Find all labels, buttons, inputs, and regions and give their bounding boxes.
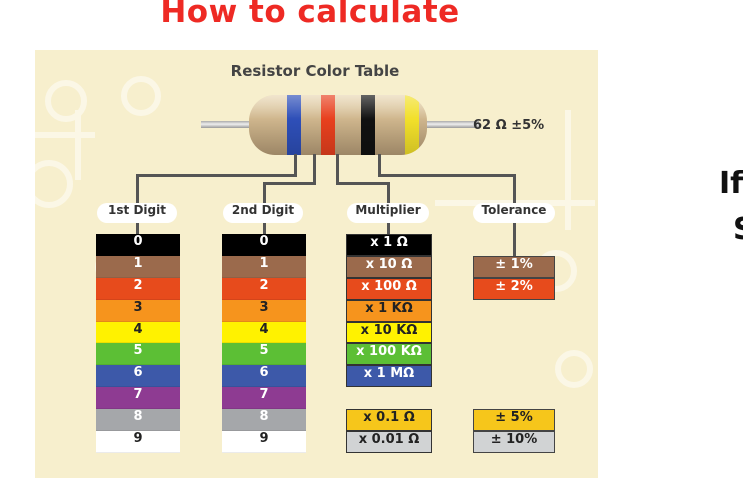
second-digit-cell-orange: 3	[222, 299, 306, 322]
multiplier-cell-green: x 100 KΩ	[346, 343, 432, 366]
header-2nd-digit: 2nd Digit	[223, 203, 303, 223]
resistor-band-3	[361, 95, 375, 155]
resistor-lead-right	[423, 121, 479, 128]
second-digit-cell-blue: 6	[222, 365, 306, 388]
multiplier-cell-red: x 100 Ω	[346, 277, 432, 300]
side-text-2: S	[733, 212, 743, 247]
side-text-1: If	[719, 166, 743, 201]
first-digit-cell-white: 9	[96, 431, 180, 453]
header-1st-digit: 1st Digit	[97, 203, 177, 223]
second-digit-cell-black: 0	[222, 234, 306, 256]
first-digit-cell-blue: 6	[96, 365, 180, 388]
first-digit-cell-brown: 1	[96, 255, 180, 278]
tolerance-extra-column: ± 5%± 10%	[473, 409, 555, 453]
resistor-band-4	[405, 95, 419, 155]
multiplier-cell-gold: x 0.1 Ω	[346, 409, 432, 431]
second-digit-cell-white: 9	[222, 431, 306, 453]
first-digit-cell-red: 2	[96, 277, 180, 300]
resistor-color-table: Resistor Color Table 62 Ω ±5% 1st Digit …	[35, 50, 598, 478]
multiplier-cell-orange: x 1 KΩ	[346, 299, 432, 322]
multiplier-cell-yellow: x 10 KΩ	[346, 321, 432, 344]
second-digit-cell-green: 5	[222, 343, 306, 366]
tolerance-cell-red: ± 2%	[473, 277, 555, 300]
second-digit-cell-violet: 7	[222, 387, 306, 410]
second-digit-cell-red: 2	[222, 277, 306, 300]
first-digit-cell-grey: 8	[96, 409, 180, 432]
resistance-value: 62 Ω ±5%	[473, 118, 545, 133]
multiplier-cell-black: x 1 Ω	[346, 234, 432, 256]
second-digit-cell-grey: 8	[222, 409, 306, 432]
page-title: How to calculate	[160, 0, 460, 30]
tolerance-cell-silver: ± 10%	[473, 430, 555, 453]
resistor-body	[249, 95, 427, 155]
multiplier-cell-brown: x 10 Ω	[346, 255, 432, 278]
first-digit-cell-black: 0	[96, 234, 180, 256]
first-digit-cell-yellow: 4	[96, 321, 180, 344]
header-multiplier: Multiplier	[347, 203, 429, 223]
first-digit-cell-violet: 7	[96, 387, 180, 410]
resistor-band-2	[321, 95, 335, 155]
second-digit-cell-yellow: 4	[222, 321, 306, 344]
first-digit-cell-orange: 3	[96, 299, 180, 322]
multiplier-cell-silver: x 0.01 Ω	[346, 430, 432, 453]
tolerance-cell-gold: ± 5%	[473, 409, 555, 431]
diagram-title: Resistor Color Table	[230, 62, 400, 80]
resistor-lead-left	[201, 121, 253, 128]
first-digit-cell-green: 5	[96, 343, 180, 366]
header-tolerance: Tolerance	[473, 203, 555, 223]
tolerance-column: ± 1%± 2%	[473, 256, 555, 300]
resistor-band-1	[287, 95, 301, 155]
tolerance-cell-brown: ± 1%	[473, 256, 555, 278]
multiplier-cell-blue: x 1 MΩ	[346, 365, 432, 388]
second-digit-cell-brown: 1	[222, 255, 306, 278]
